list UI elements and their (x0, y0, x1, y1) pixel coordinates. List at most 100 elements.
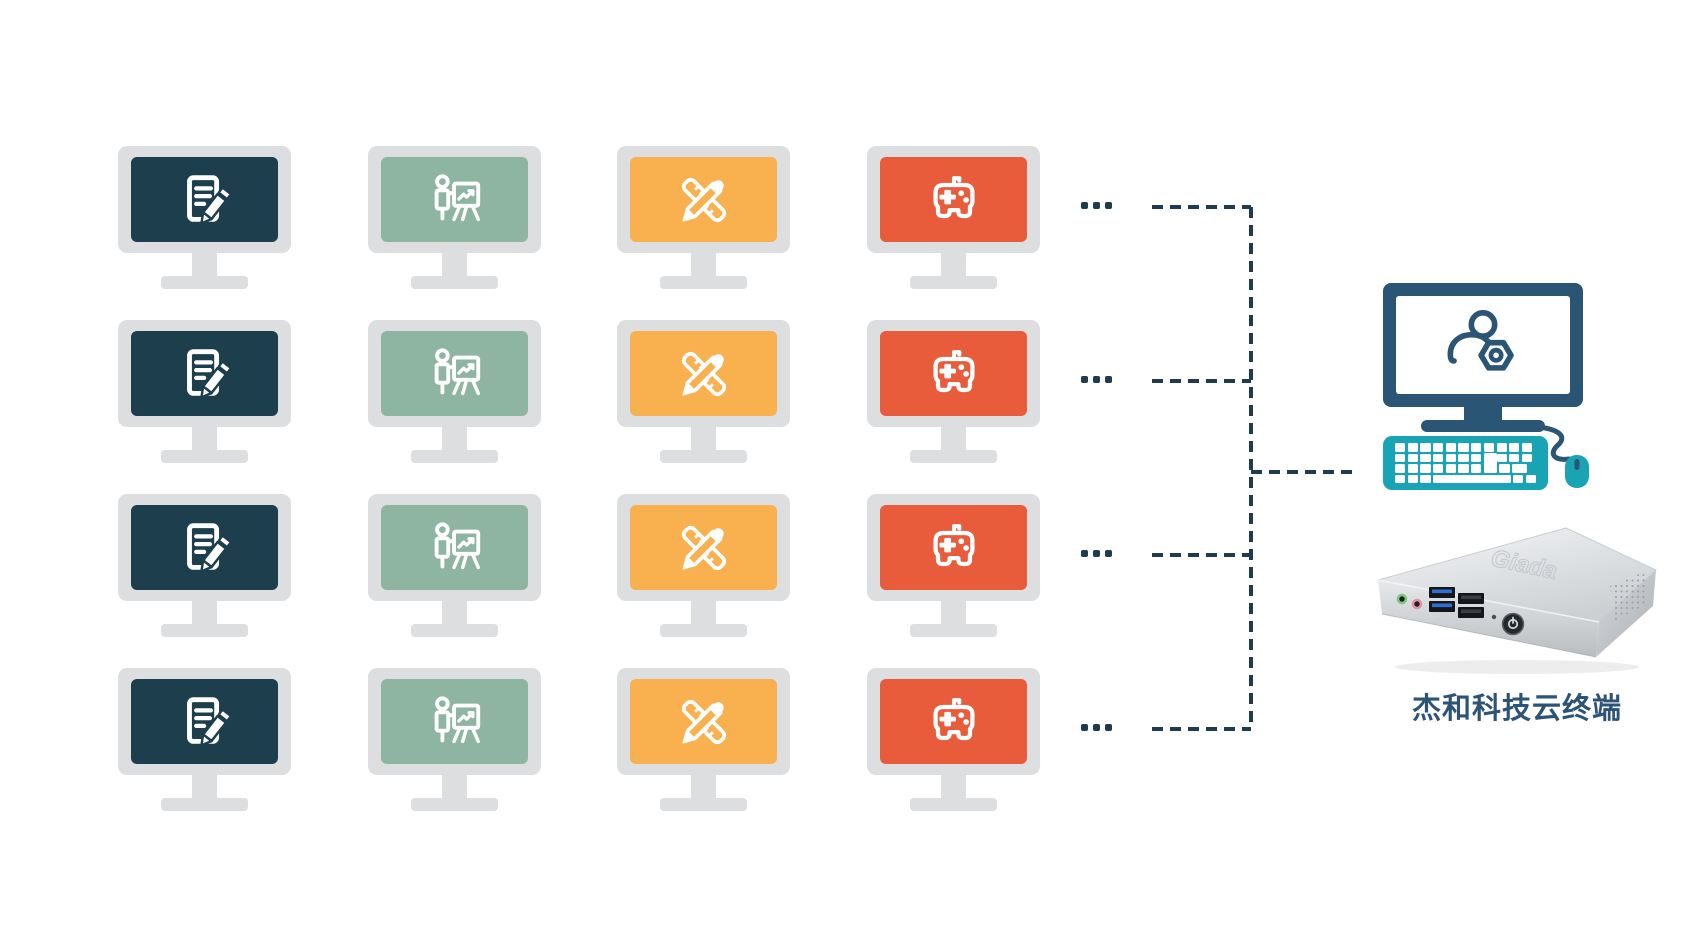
monitor-screen (880, 331, 1027, 416)
monitor-stand-base (161, 798, 248, 811)
monitor-bezel (368, 668, 541, 775)
monitor-stand-base (660, 624, 747, 637)
ruler-pencil-icon (673, 343, 735, 405)
more-clients-ellipsis (1081, 550, 1112, 557)
monitor-stand-base (161, 450, 248, 463)
monitor-stand-base (660, 450, 747, 463)
monitor-bezel (867, 320, 1040, 427)
monitor-stand-neck (442, 600, 467, 626)
ruler-pencil-icon (673, 517, 735, 579)
monitor-bezel (118, 494, 291, 601)
monitor-stand-base (910, 624, 997, 637)
monitor-screen (630, 157, 777, 242)
monitor-screen (880, 505, 1027, 590)
document-edit-icon (174, 517, 236, 579)
monitor-bezel (867, 494, 1040, 601)
gamepad-icon (923, 169, 985, 231)
keyboard-row (1395, 443, 1536, 452)
host-monitor (1383, 283, 1583, 407)
cloud-terminal-label: 杰和科技云终端 (1411, 693, 1622, 725)
monitor-stand-neck (192, 774, 217, 800)
mouse-scroll-slot (1574, 459, 1580, 470)
device-front-ports (1396, 587, 1525, 636)
monitor-stand-base (411, 624, 498, 637)
monitor-screen (131, 679, 278, 764)
keyboard-row (1395, 453, 1536, 473)
monitor-stand-neck (192, 426, 217, 452)
monitor-stand-neck (442, 252, 467, 278)
monitor-bezel (617, 320, 790, 427)
power-button (1501, 612, 1525, 636)
more-clients-ellipsis (1081, 202, 1112, 209)
monitor-stand-base (161, 276, 248, 289)
monitor-bezel (368, 320, 541, 427)
device-bottom-edge (1381, 613, 1597, 658)
monitor-gaming (867, 668, 1040, 812)
monitor-bezel (867, 146, 1040, 253)
user-gear-icon (1441, 303, 1525, 387)
monitor-screen (381, 157, 528, 242)
monitor-screen (630, 505, 777, 590)
monitor-gaming (867, 320, 1040, 464)
monitor-presentation (368, 494, 541, 638)
mouse (1565, 455, 1589, 488)
host-monitor-stand-neck (1464, 406, 1502, 421)
monitor-screen (381, 679, 528, 764)
monitor-design-tools (617, 494, 790, 638)
monitor-stand-base (660, 798, 747, 811)
gamepad-icon (923, 691, 985, 753)
monitor-screen (630, 331, 777, 416)
monitor-presentation (368, 668, 541, 812)
monitor-bezel (118, 146, 291, 253)
monitor-bezel (617, 146, 790, 253)
monitor-design-tools (617, 146, 790, 290)
monitor-stand-base (910, 798, 997, 811)
monitor-screen (880, 157, 1027, 242)
monitor-screen (381, 505, 528, 590)
monitor-stand-neck (941, 252, 966, 278)
reset-hole (1491, 614, 1497, 620)
monitor-presentation (368, 146, 541, 290)
monitor-stand-base (161, 624, 248, 637)
more-clients-ellipsis (1081, 724, 1112, 731)
monitor-office-documents (118, 668, 291, 812)
monitor-bezel (368, 494, 541, 601)
audio-jack (1396, 593, 1408, 605)
device-vent-grille (1610, 572, 1648, 620)
monitor-bezel (368, 146, 541, 253)
monitor-screen (381, 331, 528, 416)
monitor-stand-neck (691, 426, 716, 452)
gamepad-icon (923, 517, 985, 579)
monitor-stand-base (411, 450, 498, 463)
monitor-stand-base (411, 276, 498, 289)
document-edit-icon (174, 343, 236, 405)
monitor-screen (131, 157, 278, 242)
host-monitor-screen (1396, 296, 1570, 394)
monitor-office-documents (118, 146, 291, 290)
device-front-face (1378, 580, 1599, 657)
presentation-board-icon (424, 517, 486, 579)
monitor-stand-neck (442, 426, 467, 452)
device-shadow (1395, 660, 1639, 674)
presentation-board-icon (424, 691, 486, 753)
monitor-stand-neck (192, 252, 217, 278)
keyboard (1383, 436, 1548, 490)
monitor-stand-neck (691, 600, 716, 626)
monitor-screen (131, 505, 278, 590)
document-edit-icon (174, 169, 236, 231)
keyboard-row (1395, 474, 1536, 483)
monitor-stand-base (411, 798, 498, 811)
monitor-gaming (867, 494, 1040, 638)
monitor-office-documents (118, 320, 291, 464)
monitor-stand-neck (691, 252, 716, 278)
monitor-stand-neck (941, 774, 966, 800)
monitor-bezel (867, 668, 1040, 775)
ruler-pencil-icon (673, 691, 735, 753)
monitor-screen (131, 331, 278, 416)
monitor-presentation (368, 320, 541, 464)
monitor-stand-neck (691, 774, 716, 800)
monitor-stand-base (910, 450, 997, 463)
monitor-stand-neck (442, 774, 467, 800)
usb3-ports (1429, 587, 1455, 612)
monitor-design-tools (617, 320, 790, 464)
